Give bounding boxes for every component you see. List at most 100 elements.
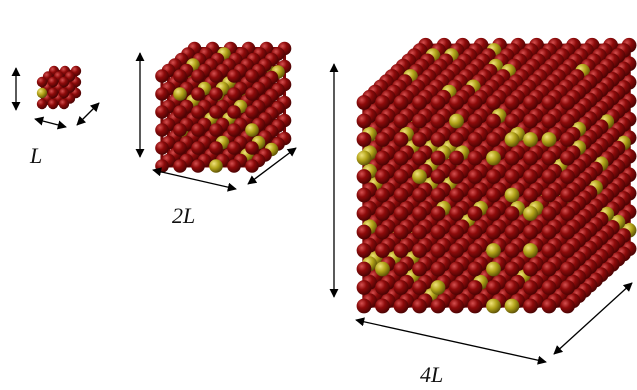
lattice-atom	[504, 206, 520, 221]
lattice-atom	[412, 132, 427, 147]
lattice-atom	[449, 150, 464, 166]
lattice-atom	[191, 105, 205, 119]
lattice-atom	[467, 95, 483, 110]
lattice-atom	[541, 150, 557, 166]
lattice-atom	[393, 280, 409, 295]
lattice-atom	[560, 298, 575, 314]
lattice-atom	[412, 95, 427, 110]
lattice-atom	[191, 141, 205, 155]
lattice-atom	[430, 224, 446, 240]
dimension-arrow	[152, 167, 237, 192]
lattice-atom	[486, 169, 501, 184]
lattice-atom	[393, 261, 409, 277]
lattice-atom	[245, 69, 259, 83]
dopant-atom	[209, 159, 223, 173]
dimension-arrow	[355, 317, 547, 365]
dopant-atom	[36, 87, 48, 99]
lattice-atom	[58, 87, 70, 99]
lattice-atom	[155, 123, 169, 137]
lattice-atom	[504, 280, 520, 295]
dopant-atom	[523, 243, 538, 258]
lattice-atom	[393, 95, 409, 110]
lattice-atom	[173, 141, 187, 155]
lattice-atom	[486, 224, 501, 240]
lattice-atom	[560, 113, 575, 129]
lattice-atom	[504, 261, 520, 277]
lattice-atom	[393, 206, 409, 221]
dimension-arrow	[553, 282, 633, 355]
lattice-atom	[449, 206, 464, 221]
lattice-atom	[356, 95, 372, 110]
dopant-atom	[504, 132, 520, 147]
lattice-atom	[412, 187, 427, 203]
lattice-atom	[227, 123, 241, 137]
lattice-atom	[191, 87, 205, 101]
dopant-atom	[504, 298, 520, 314]
lattice-atom	[430, 187, 446, 203]
lattice-atom	[467, 187, 483, 203]
lattice-atom	[375, 150, 390, 166]
lattice-atom	[560, 169, 575, 184]
lattice-atom	[430, 169, 446, 184]
lattice-atom	[486, 280, 501, 295]
label-2L: 2L	[172, 203, 196, 228]
lattice-atom	[449, 298, 464, 314]
lattice-atom	[541, 243, 557, 258]
dopant-atom	[523, 132, 538, 147]
lattice-atom	[227, 105, 241, 119]
lattice-atom	[47, 87, 59, 99]
lattice-atom	[412, 113, 427, 129]
lattice-atom	[430, 132, 446, 147]
lattice-atom	[173, 159, 187, 173]
lattice-atom	[155, 87, 169, 101]
lattice-atom	[486, 206, 501, 221]
lattice-atom	[523, 113, 538, 129]
lattice-atom	[430, 150, 446, 166]
lattice-atom	[245, 141, 259, 155]
lattice-atom	[155, 141, 169, 155]
lattice-atom	[412, 261, 427, 277]
lattice-atom	[560, 224, 575, 240]
lattice-atom	[467, 280, 483, 295]
dopant-atom	[541, 132, 557, 147]
lattice-atom	[523, 187, 538, 203]
lattice-atom	[356, 261, 372, 277]
lattice-atom	[375, 206, 390, 221]
lattice-atom	[430, 113, 446, 129]
lattice-atom	[541, 187, 557, 203]
lattice-atom	[430, 298, 446, 314]
lattice-atom	[155, 105, 169, 119]
lattice-atom	[356, 132, 372, 147]
lattice-atom	[356, 243, 372, 258]
lattice-atom	[393, 298, 409, 314]
lattice-atom	[541, 206, 557, 221]
lattice-atom	[375, 280, 390, 295]
lattice-atom	[449, 261, 464, 277]
lattice-atom	[393, 224, 409, 240]
lattice-atom	[560, 187, 575, 203]
label-4L: 4L	[420, 362, 444, 387]
lattice-atom	[504, 95, 520, 110]
lattice-atom	[58, 98, 70, 110]
lattice-atom	[227, 87, 241, 101]
lattice-atom	[209, 123, 223, 137]
lattice-atom	[375, 95, 390, 110]
lattice-atom	[560, 95, 575, 110]
lattice-atom	[467, 206, 483, 221]
lattice-atom	[375, 187, 390, 203]
lattice-atom	[449, 187, 464, 203]
lattice-atom	[449, 95, 464, 110]
lattice-atom	[541, 280, 557, 295]
lattice-atom	[430, 206, 446, 221]
lattice-atom	[356, 224, 372, 240]
cube-2L	[155, 41, 292, 173]
lattice-atom	[486, 187, 501, 203]
lattice-atom	[245, 159, 259, 173]
lattice-atom	[191, 159, 205, 173]
dopant-atom	[486, 150, 501, 166]
lattice-atom	[449, 169, 464, 184]
dimension-arrows	[11, 52, 633, 365]
dopant-atom	[504, 187, 520, 203]
